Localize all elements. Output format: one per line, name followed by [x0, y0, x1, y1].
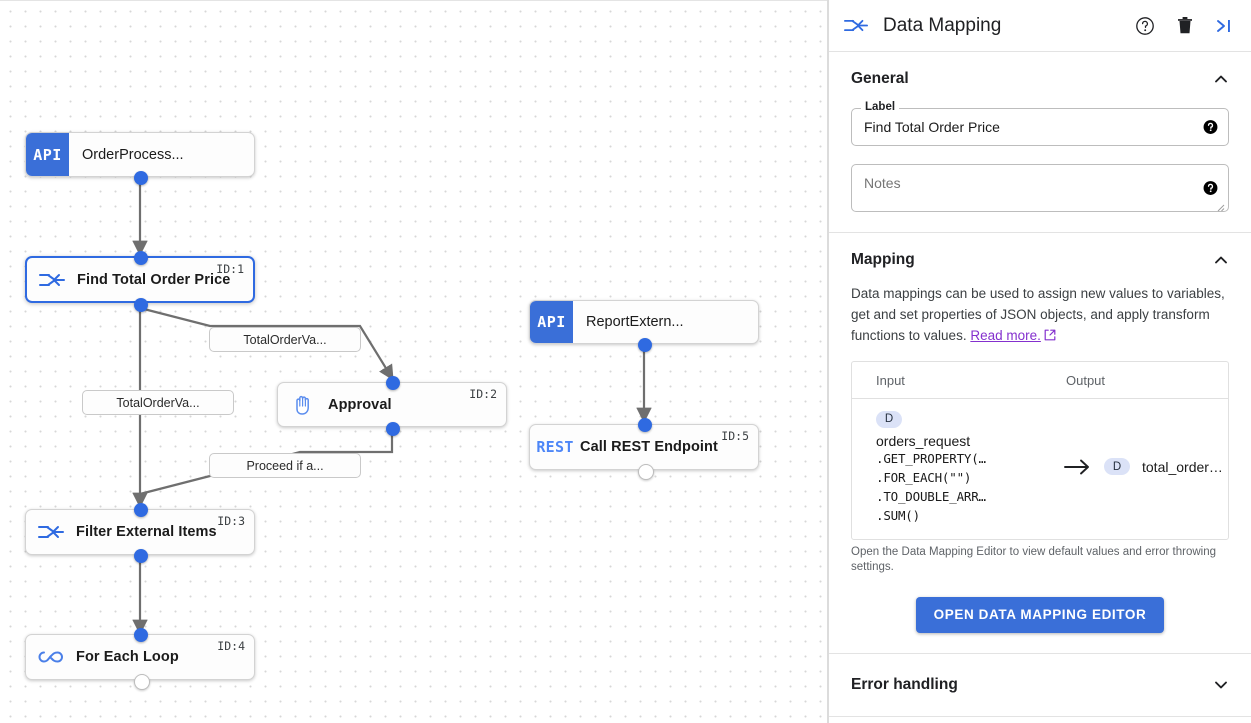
column-header-input: Input: [876, 372, 905, 388]
mapping-table-header: Input Output: [852, 362, 1228, 399]
input-type-chip: D: [876, 410, 902, 428]
workflow-edges: [132, 178, 652, 636]
external-link-icon[interactable]: [1044, 326, 1056, 347]
notes-placeholder: Notes: [864, 175, 901, 191]
node-id-badge: ID:3: [217, 514, 245, 528]
node-id-badge: ID:1: [216, 262, 244, 276]
input-expression-line: .SUM(): [876, 507, 920, 523]
node-id-badge: ID:2: [469, 387, 497, 401]
mapping-output-cell: D total_order…: [1104, 458, 1223, 476]
node-id-badge: ID:5: [721, 429, 749, 443]
section-title: Mapping: [851, 251, 915, 268]
panel-header: Data Mapping: [829, 0, 1251, 52]
node-orderprocess[interactable]: API OrderProcess...: [25, 132, 255, 185]
canvas-right-divider: [827, 0, 828, 723]
edge-label-proceed-if-approved[interactable]: Proceed if a...: [209, 453, 361, 478]
input-expression-line: .FOR_EACH(""): [876, 469, 972, 485]
node-label: OrderProcess...: [82, 146, 184, 163]
node-output-port[interactable]: [638, 338, 652, 352]
node-input-port[interactable]: [134, 251, 148, 265]
hand-icon: [278, 394, 328, 416]
label-field[interactable]: Label Find Total Order Price: [851, 101, 1229, 146]
section-mapping-body: Data mappings can be used to assign new …: [829, 283, 1251, 653]
section-general-header[interactable]: General: [829, 52, 1251, 102]
canvas-top-divider: [0, 0, 828, 1]
node-input-port[interactable]: [638, 418, 652, 432]
chevron-up-icon[interactable]: [1213, 71, 1229, 87]
node-label: For Each Loop: [76, 649, 179, 665]
data-mapping-icon: [26, 524, 76, 540]
input-expression-line: .GET_PROPERTY(…: [876, 450, 986, 466]
section-general-body: Label Find Total Order Price Notes: [829, 101, 1251, 232]
node-filter-external-items[interactable]: Filter External Items ID:3: [25, 503, 255, 563]
panel-header-actions: [1133, 14, 1237, 38]
output-type-chip: D: [1104, 458, 1130, 476]
section-title: Error handling: [851, 675, 958, 693]
section-title: General: [851, 70, 909, 87]
help-icon[interactable]: [1133, 14, 1157, 38]
section-error-handling-header[interactable]: Error handling: [829, 654, 1251, 716]
mapping-table: Input Output D orders_request .GET_PROPE…: [851, 361, 1229, 540]
node-output-port[interactable]: [638, 464, 654, 480]
mapping-description-text: Data mappings can be used to assign new …: [851, 286, 1225, 343]
mapping-arrow-icon: [1052, 458, 1104, 476]
node-output-port[interactable]: [134, 549, 148, 563]
section-error-handling: Error handling: [829, 654, 1251, 717]
node-reportextern[interactable]: API ReportExtern...: [529, 300, 759, 352]
chevron-up-icon[interactable]: [1213, 252, 1229, 268]
panel-title: Data Mapping: [883, 14, 1002, 36]
notes-field[interactable]: Notes: [851, 164, 1229, 212]
node-label: Approval: [328, 396, 392, 413]
trash-icon[interactable]: [1173, 14, 1197, 38]
chevron-down-icon[interactable]: [1213, 677, 1229, 693]
node-output-port[interactable]: [134, 171, 148, 185]
output-variable-name: total_order…: [1142, 458, 1223, 475]
section-mapping: Mapping Data mappings can be used to ass…: [829, 233, 1251, 654]
node-for-each-loop[interactable]: For Each Loop ID:4: [25, 628, 255, 690]
collapse-panel-icon[interactable]: [1213, 14, 1237, 38]
data-mapping-icon: [27, 272, 77, 288]
node-output-port[interactable]: [134, 674, 150, 690]
column-header-output: Output: [1066, 372, 1106, 388]
section-general: General Label Find Total Order Price: [829, 52, 1251, 233]
mapping-description: Data mappings can be used to assign new …: [851, 283, 1229, 347]
workflow-canvas[interactable]: API OrderProcess... Find Total Order Pri…: [0, 0, 828, 723]
node-label: Call REST Endpoint: [580, 439, 718, 455]
label-field-caption: Label: [861, 101, 900, 113]
api-badge-icon: API: [530, 301, 573, 343]
node-label: Filter External Items: [76, 524, 217, 540]
node-input-port[interactable]: [134, 503, 148, 517]
read-more-link[interactable]: Read more.: [970, 328, 1041, 343]
node-id-badge: ID:4: [217, 639, 245, 653]
input-variable-name: orders_request: [876, 432, 971, 449]
edge-label-total-order-value-2[interactable]: TotalOrderVa...: [82, 390, 234, 415]
mapping-input-cell: D orders_request .GET_PROPERTY(… .FOR_EA…: [852, 409, 1052, 525]
rest-badge-icon: REST: [530, 438, 580, 456]
open-data-mapping-editor-button[interactable]: OPEN DATA MAPPING EDITOR: [915, 596, 1165, 633]
label-field-value: Find Total Order Price: [864, 119, 1000, 135]
node-label: Find Total Order Price: [77, 271, 231, 288]
node-input-port[interactable]: [386, 376, 400, 390]
section-mapping-header[interactable]: Mapping: [829, 233, 1251, 283]
node-label: ReportExtern...: [586, 314, 684, 330]
resize-handle[interactable]: [1215, 199, 1225, 212]
node-approval[interactable]: Approval ID:2: [277, 376, 507, 436]
api-badge-icon: API: [26, 133, 69, 176]
data-mapping-icon: [841, 18, 871, 33]
properties-panel: Data Mapping: [828, 0, 1251, 723]
node-find-total-order-price[interactable]: Find Total Order Price ID:1: [25, 251, 255, 312]
mapping-table-note: Open the Data Mapping Editor to view def…: [851, 545, 1217, 573]
rest-badge-label: REST: [536, 438, 574, 456]
loop-icon: [26, 649, 76, 665]
node-output-port[interactable]: [386, 422, 400, 436]
help-icon[interactable]: [1203, 120, 1218, 135]
node-output-port[interactable]: [134, 298, 148, 312]
edge-label-total-order-value-1[interactable]: TotalOrderVa...: [209, 327, 361, 352]
input-expression-line: .TO_DOUBLE_ARR…: [876, 488, 986, 504]
help-icon[interactable]: [1203, 181, 1218, 196]
mapping-table-row[interactable]: D orders_request .GET_PROPERTY(… .FOR_EA…: [852, 399, 1228, 539]
node-input-port[interactable]: [134, 628, 148, 642]
node-call-rest-endpoint[interactable]: REST Call REST Endpoint ID:5: [529, 418, 759, 480]
